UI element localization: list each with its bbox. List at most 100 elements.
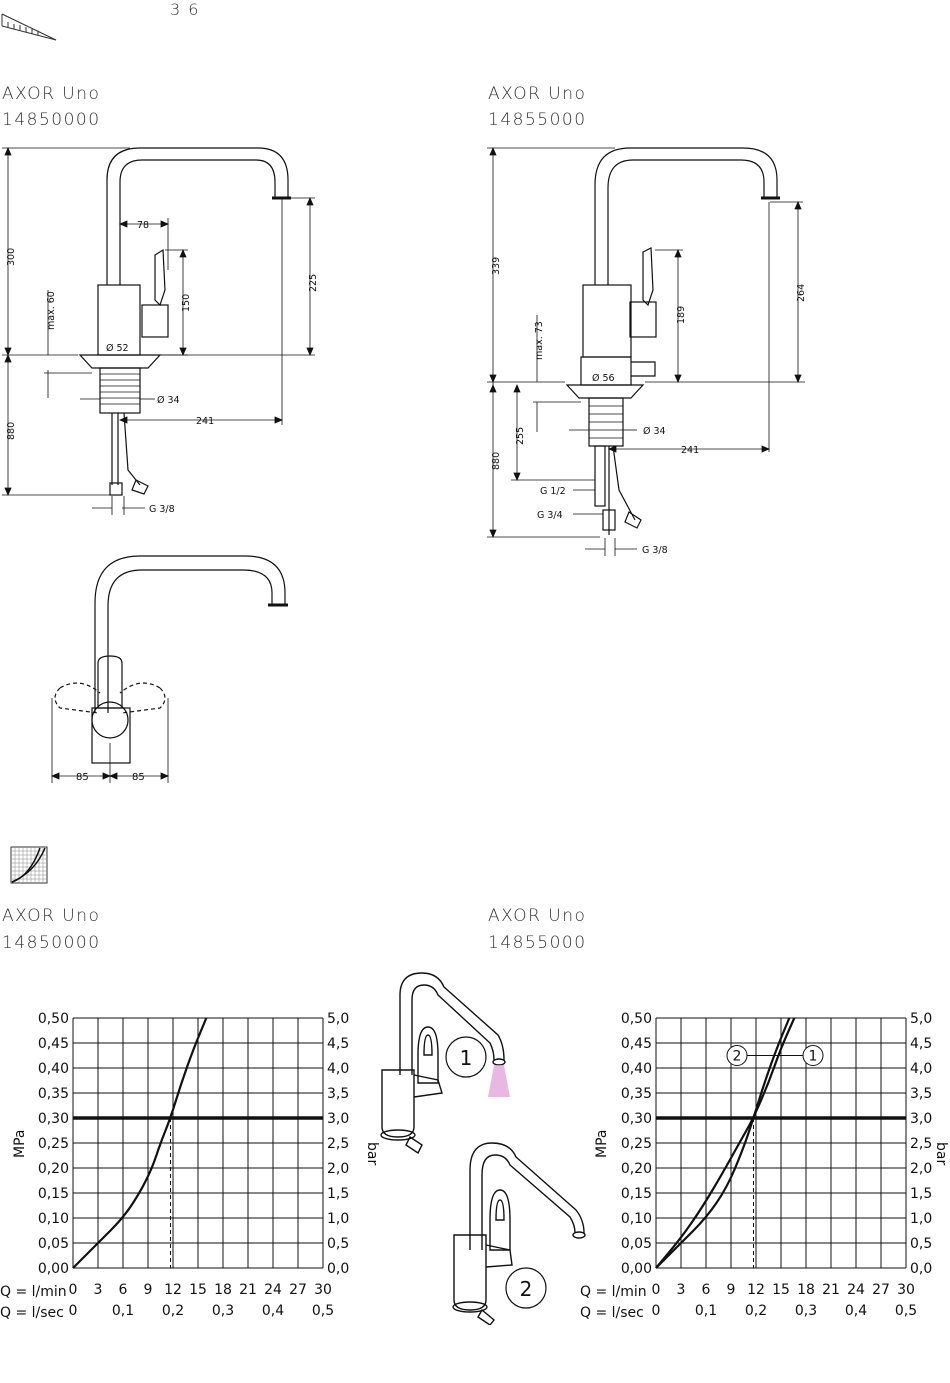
xtick-lmin: 15	[189, 1282, 207, 1298]
xtick-lsec: 0	[69, 1303, 78, 1319]
ytick-right: 1,0	[910, 1211, 932, 1227]
section-number-1: 14850000	[2, 110, 101, 130]
xtick-lmin: 6	[702, 1282, 711, 1298]
dim-880: 880	[6, 422, 17, 440]
dim-g34: G 3/4	[537, 510, 563, 521]
ytick-right: 3,5	[910, 1086, 932, 1102]
xtick-lsec: 0,2	[745, 1303, 767, 1319]
flow-chart-1: 0,500,450,400,350,300,250,200,150,100,05…	[0, 1011, 380, 1321]
xtick-lmin: 27	[289, 1282, 307, 1298]
dim-225: 225	[308, 274, 319, 292]
ytick-right: 3,0	[327, 1111, 349, 1127]
xtick-lmin: 21	[822, 1282, 840, 1298]
ytick-left: 0,45	[621, 1036, 652, 1052]
dim-78: 78	[137, 220, 149, 231]
dim-880-b: 880	[491, 452, 502, 470]
section-title-3: AXOR Uno	[2, 906, 101, 926]
ytick-right: 4,5	[910, 1036, 932, 1052]
xtick-lsec: 0,1	[695, 1303, 717, 1319]
callout-2-label: 2	[520, 1277, 533, 1301]
ytick-left: 0,00	[621, 1261, 652, 1277]
xtick-lsec: 0,5	[312, 1303, 334, 1319]
xtick-lsec: 0,5	[895, 1303, 917, 1319]
xtick-lmin: 0	[69, 1282, 78, 1298]
section-number-4: 14855000	[488, 933, 587, 953]
xtick-lmin: 0	[652, 1282, 661, 1298]
ytick-left: 0,20	[38, 1161, 69, 1177]
page-number: 3 6	[170, 0, 200, 19]
xlabel-min-2: Q = l/min	[580, 1284, 647, 1300]
section-title-1: AXOR Uno	[2, 84, 101, 104]
dim-max73: max. 73	[534, 321, 545, 360]
dim-d52: Ø 52	[106, 343, 129, 354]
ytick-left: 0,20	[621, 1161, 652, 1177]
xtick-lmin: 12	[164, 1282, 182, 1298]
ytick-right: 1,5	[910, 1186, 932, 1202]
ytick-left: 0,40	[38, 1061, 69, 1077]
technical-drawing-14855000: 339 max. 73 189 264 Ø 56 255 Ø 34 241 88…	[487, 146, 807, 556]
dim-189: 189	[676, 306, 687, 324]
series-line-0	[72, 1017, 208, 1269]
ytick-right: 3,5	[327, 1086, 349, 1102]
flow-chart-2: 0,500,450,400,350,300,250,200,150,100,05…	[580, 1011, 948, 1321]
reference-lines	[656, 1116, 906, 1268]
ytick-right: 2,0	[327, 1161, 349, 1177]
dim-g12: G 1/2	[540, 486, 566, 497]
ytick-left: 0,10	[621, 1211, 652, 1227]
xtick-lsec: 0,2	[162, 1303, 184, 1319]
ytick-left: 0,05	[621, 1236, 652, 1252]
ytick-right: 5,0	[910, 1011, 932, 1027]
ytick-right: 0,0	[327, 1261, 349, 1277]
ytick-left: 0,00	[38, 1261, 69, 1277]
ruler-icon	[1, 13, 57, 41]
ytick-right: 4,0	[327, 1061, 349, 1077]
ytick-right: 1,5	[327, 1186, 349, 1202]
xtick-lmin: 24	[847, 1282, 865, 1298]
xtick-lmin: 6	[119, 1282, 128, 1298]
section-title-4: AXOR Uno	[488, 906, 587, 926]
ytick-right: 2,5	[327, 1136, 349, 1152]
xlabel-min-1: Q = l/min	[0, 1284, 67, 1300]
callout-1-circle	[445, 1036, 487, 1078]
chart-grid	[72, 1017, 324, 1269]
ytick-left: 0,05	[38, 1236, 69, 1252]
xtick-lmin: 24	[264, 1282, 282, 1298]
ytick-right: 5,0	[327, 1011, 349, 1027]
ytick-right: 1,0	[327, 1211, 349, 1227]
flow-chart-icon	[10, 846, 48, 884]
chart-series	[72, 1017, 208, 1269]
xtick-lmin: 30	[314, 1282, 332, 1298]
ylabel-right-2: bar	[933, 1142, 948, 1165]
xtick-lmin: 30	[897, 1282, 915, 1298]
ytick-right: 0,5	[910, 1236, 932, 1252]
series-line-2	[655, 1017, 796, 1269]
ytick-right: 2,0	[910, 1161, 932, 1177]
ytick-left: 0,25	[38, 1136, 69, 1152]
xtick-lsec: 0	[652, 1303, 661, 1319]
dim-g38-b: G 3/8	[642, 545, 668, 556]
ylabel-left-2: MPa	[594, 1130, 610, 1158]
section-number-3: 14850000	[2, 933, 101, 953]
xtick-lmin: 9	[727, 1282, 736, 1298]
dim-264: 264	[796, 284, 807, 302]
dim-241-b: 241	[681, 445, 699, 456]
ytick-left: 0,35	[621, 1086, 652, 1102]
ylabel-right-1: bar	[364, 1142, 380, 1165]
ytick-right: 3,0	[910, 1111, 932, 1127]
ytick-left: 0,45	[38, 1036, 69, 1052]
ytick-left: 0,40	[621, 1061, 652, 1077]
xtick-lmin: 3	[677, 1282, 686, 1298]
xtick-lsec: 0,3	[212, 1303, 234, 1319]
chart-series	[655, 1017, 796, 1269]
xtick-lsec: 0,4	[845, 1303, 867, 1319]
xlabel-sec-1: Q = l/sec	[0, 1305, 64, 1321]
xtick-lmin: 3	[94, 1282, 103, 1298]
lever-range-drawing: 85 85	[50, 555, 288, 783]
ytick-left: 0,50	[621, 1011, 652, 1027]
dim-g38: G 3/8	[149, 504, 175, 515]
faucet-illustrations: 1 2	[380, 972, 586, 1325]
ytick-left: 0,15	[621, 1186, 652, 1202]
ytick-left: 0,15	[38, 1186, 69, 1202]
dim-255: 255	[515, 427, 526, 445]
